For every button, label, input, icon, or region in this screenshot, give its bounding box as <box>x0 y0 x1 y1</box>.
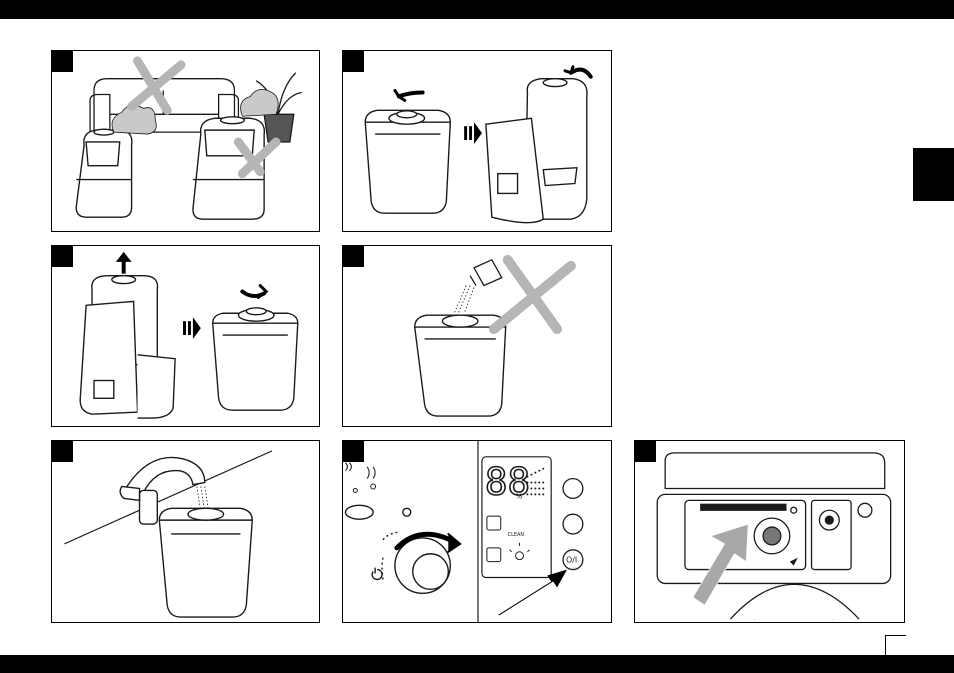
top-bar <box>0 0 954 19</box>
humidifier-icon <box>76 129 132 217</box>
rotate-arrow-icon <box>565 67 591 77</box>
svg-text:CLEAN: CLEAN <box>508 532 525 538</box>
fill-water-illustration <box>52 441 319 622</box>
svg-text:O/I: O/I <box>566 556 577 565</box>
section-tab <box>913 148 954 201</box>
panel-power-on: 88 % CLEAN O/I <box>342 440 612 623</box>
panel-lift-tank <box>51 245 320 427</box>
tank-icon <box>213 308 298 410</box>
panel-open-tank-cap <box>342 50 612 232</box>
base-top <box>665 453 885 489</box>
forbidden-cross-icon <box>494 260 571 329</box>
svg-text:88: 88 <box>485 459 530 503</box>
steam-level-icon <box>345 463 375 493</box>
lift-tank-illustration <box>52 246 319 426</box>
fan-button-icon <box>563 479 583 499</box>
tank-icon <box>365 110 450 213</box>
timer-icon <box>563 514 583 534</box>
step-arrow-icon <box>183 317 201 339</box>
svg-text:%: % <box>516 492 523 500</box>
rotate-arrow-icon <box>242 286 266 298</box>
power-on-illustration: 88 % CLEAN O/I <box>343 441 611 622</box>
drip <box>454 286 474 314</box>
side-buttons: O/I <box>563 479 583 570</box>
humidifier-icon <box>486 79 587 223</box>
up-arrow-icon <box>116 252 132 274</box>
panel-placement <box>51 50 320 232</box>
indicator-button <box>345 505 373 519</box>
placement-illustration <box>52 51 319 231</box>
panel-no-additives <box>342 245 612 427</box>
base-detail-illustration <box>635 441 904 622</box>
bottom-bar <box>0 655 954 673</box>
dial-icon <box>372 508 450 593</box>
step-arrow-icon <box>464 122 482 144</box>
page-number-corner <box>885 635 906 656</box>
panel-fill-water <box>51 440 320 623</box>
no-additives-illustration <box>343 246 611 426</box>
panel-base-detail <box>634 440 905 623</box>
rotate-arrow-icon <box>395 91 423 101</box>
humidifier-icon <box>80 276 175 418</box>
lcd-display-icon: 88 % CLEAN <box>482 457 551 578</box>
open-cap-illustration <box>343 51 611 231</box>
tank-icon <box>159 508 252 617</box>
bottle-icon <box>470 260 502 286</box>
